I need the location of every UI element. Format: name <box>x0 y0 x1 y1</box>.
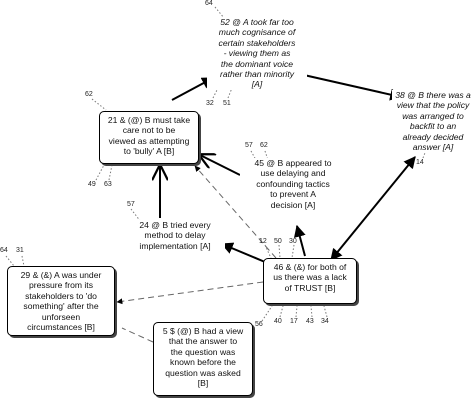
edge-46-to-24 <box>220 242 266 263</box>
ref-label: 57 <box>127 201 135 208</box>
edge-21-to-52 <box>171 77 215 101</box>
edge-46-to-29-dashed <box>116 281 264 305</box>
ref-label: 64 <box>205 0 213 7</box>
node-45-text: 45 @ B appeared to use delaying and conf… <box>254 158 332 210</box>
node-29[interactable]: 29 & (&) A was under pressure from its s… <box>7 266 115 336</box>
ref-label: 62 <box>260 142 268 149</box>
ref-label: 56 <box>255 321 263 328</box>
node-46[interactable]: 46 & (&) for both of us there was a lack… <box>263 258 357 304</box>
edge-46-38-bidirectional <box>330 156 416 261</box>
ref-label: 63 <box>104 181 112 188</box>
ref-label: 32 <box>206 100 214 107</box>
ref-label: 31 <box>16 247 24 254</box>
ref-label: 17 <box>290 318 298 325</box>
ref-label: 49 <box>88 181 96 188</box>
node-21-text: 21 & (@) B must take care not to be view… <box>107 115 191 157</box>
node-45[interactable]: 45 @ B appeared to use delaying and conf… <box>240 158 346 211</box>
node-29-text: 29 & (&) A was under pressure from its s… <box>20 270 102 333</box>
edge-46-to-21-dashed <box>194 165 277 259</box>
node-38-text: 38 @ B there was a view that the policy … <box>395 90 471 153</box>
edge-46-to-45 <box>293 224 306 257</box>
ref-label: 30 <box>289 238 297 245</box>
ref-label: 51 <box>223 100 231 107</box>
ref-label: 14 <box>416 159 424 166</box>
ref-label: 62 <box>85 91 93 98</box>
ref-label: 50 <box>274 238 282 245</box>
ref-label: 40 <box>274 318 282 325</box>
node-52[interactable]: 52 @ A took far too much cognisance of c… <box>207 17 307 90</box>
ref-label: 57 <box>245 142 253 149</box>
ref-label: 43 <box>306 318 314 325</box>
edge-45-to-21 <box>200 155 241 176</box>
node-24-text: 24 @ B tried every method to delay imple… <box>139 220 211 251</box>
node-21[interactable]: 21 & (@) B must take care not to be view… <box>99 111 199 164</box>
node-5[interactable]: 5 $ (@) B had a view that the answer to … <box>153 322 253 396</box>
reference-leaders <box>5 6 429 322</box>
ref-label: 34 <box>321 318 329 325</box>
node-46-text: 46 & (&) for both of us there was a lack… <box>273 262 347 293</box>
ref-label: 64 <box>0 247 8 254</box>
node-5-text: 5 $ (@) B had a view that the answer to … <box>162 326 244 389</box>
node-52-text: 52 @ A took far too much cognisance of c… <box>218 17 296 90</box>
edge-5-to-29-dashed <box>121 327 154 343</box>
ref-label: 12 <box>259 238 267 245</box>
node-38[interactable]: 38 @ B there was a view that the policy … <box>392 90 474 153</box>
node-24[interactable]: 24 @ B tried every method to delay imple… <box>125 220 225 252</box>
